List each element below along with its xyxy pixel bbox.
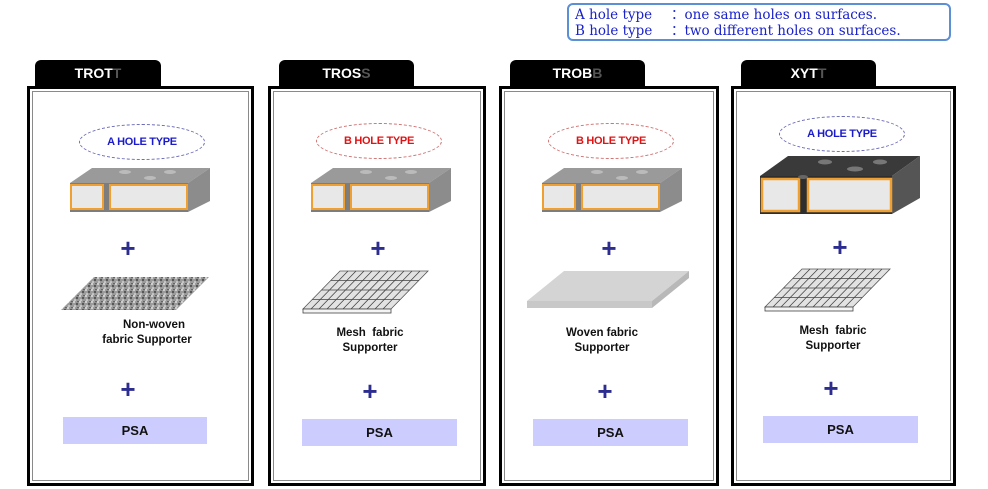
legend-key: A hole type: [575, 7, 653, 23]
layered-sheet-illustration: [70, 168, 210, 212]
hole-type-label: A HOLE TYPE: [79, 124, 205, 160]
mesh-edge: [764, 306, 854, 312]
legend-separator: ：: [671, 23, 685, 39]
tab-label: TROT: [74, 65, 113, 81]
psa-layer: PSA: [533, 419, 688, 446]
layered-sheet-illustration: [542, 168, 682, 212]
plus-icon: +: [370, 233, 386, 263]
layered-sheet-illustration: [311, 168, 451, 212]
caption-line: Woven fabric: [566, 327, 638, 339]
layered-sheet-grey: [311, 168, 451, 212]
mesh-fabric-illustration: [302, 270, 429, 314]
legend-separator: ：: [671, 7, 685, 23]
caption-line: Supporter: [342, 342, 398, 354]
tab-ghost-letter: S: [361, 65, 371, 81]
caption-line: Non-woven: [123, 319, 185, 331]
hole-type-label: B HOLE TYPE: [548, 123, 674, 159]
plus-icon: +: [120, 374, 136, 404]
woven-sheet-side: [652, 271, 689, 308]
legend-row-b: B hole type ：two different holes on surfa…: [575, 23, 943, 39]
panel-inner-border: [736, 91, 951, 481]
woven-fabric-illustration: [527, 271, 689, 308]
caption-line: Mesh fabric: [336, 327, 404, 339]
legend-row-a: A hole type ：one same holes on surfaces.: [575, 7, 943, 23]
supporter-caption: Non-woven fabric Supporter: [67, 318, 227, 348]
legend-value: two different holes on surfaces.: [684, 23, 901, 39]
tab-tros: TROSS: [279, 60, 414, 87]
plus-icon: +: [362, 376, 378, 406]
woven-sheet-front: [527, 301, 652, 308]
caption-line: Mesh fabric: [799, 325, 867, 337]
tab-xyt: XYTT: [741, 60, 876, 87]
caption-line: fabric Supporter: [102, 334, 192, 346]
caption-line: Supporter: [574, 342, 630, 354]
plus-icon: +: [120, 233, 136, 263]
psa-layer: PSA: [763, 416, 918, 443]
plus-icon: +: [823, 373, 839, 403]
tab-ghost-letter: B: [592, 65, 603, 81]
caption-line: Supporter: [805, 340, 861, 352]
layered-sheet-dark: [760, 156, 920, 214]
panel-inner-border: [32, 91, 249, 481]
panel-inner-border: [273, 91, 481, 481]
mesh-edge: [302, 308, 392, 314]
plus-icon: +: [601, 233, 617, 263]
tab-label: TROS: [322, 65, 362, 81]
tab-label: XYT: [790, 65, 818, 81]
legend-key: B hole type: [575, 23, 653, 39]
panel-inner-border: [504, 91, 714, 481]
tab-ghost-letter: T: [112, 65, 122, 81]
non-woven-fabric-illustration: [61, 277, 209, 310]
plus-icon: +: [597, 376, 613, 406]
hole-type-label: B HOLE TYPE: [316, 123, 442, 159]
tab-ghost-letter: T: [817, 65, 827, 81]
non-woven-sheet: [61, 277, 209, 310]
psa-layer: PSA: [302, 419, 457, 446]
layered-sheet-illustration: [760, 156, 920, 214]
hole-type-legend: A hole type：one same holes on surfaces. …: [567, 3, 951, 41]
tab-trot: TROTT: [35, 60, 161, 87]
layered-sheet-grey: [542, 168, 682, 212]
tab-trob: TROBB: [510, 60, 645, 87]
hole-type-label: A HOLE TYPE: [779, 116, 905, 152]
plus-icon: +: [832, 232, 848, 262]
mesh-fabric-illustration: [764, 268, 891, 312]
legend-value: one same holes on surfaces.: [684, 7, 878, 23]
woven-sheet-top: [527, 271, 689, 301]
psa-layer: PSA: [63, 417, 207, 444]
layered-sheet-grey: [70, 168, 210, 212]
tab-label: TROB: [552, 65, 593, 81]
